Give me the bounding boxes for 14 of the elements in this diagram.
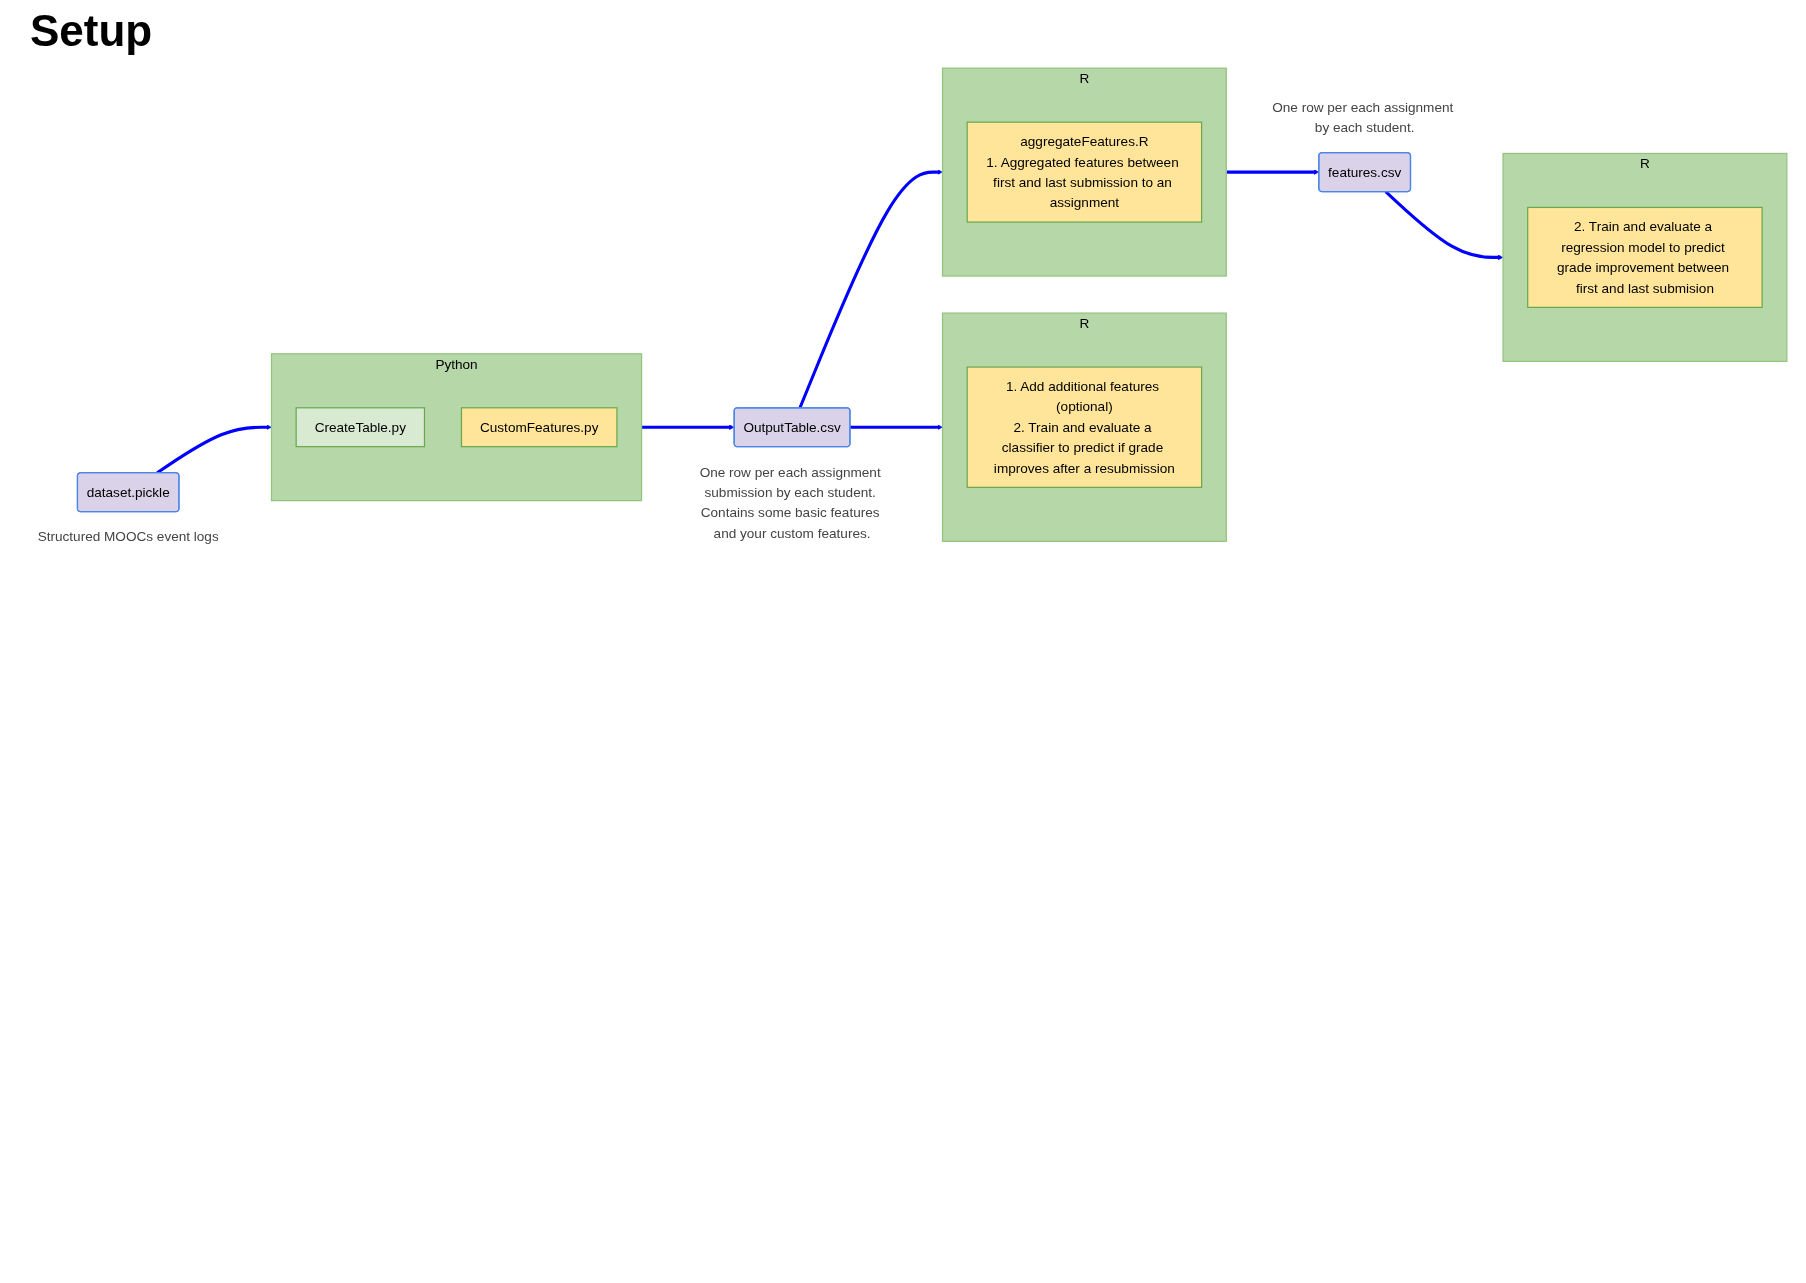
arrow [641,424,735,430]
arrow [798,169,943,409]
node-box: 1. Add additional features (optional) 2. Train and evaluate a classifier to predict if grade improves after a resubmission [966,366,1203,488]
node-box: CustomFeatures.py [460,407,618,448]
diagram-title: Setup [30,6,154,56]
arrow [1384,190,1504,261]
arrow [156,424,272,474]
node-box: aggregateFeatures.R 1. Aggregated features between first and last submission to an assignment [966,121,1203,223]
node-box: 2. Train and evaluate a regression model to predict grade improvement between first and last submision [1527,206,1763,308]
node-label: One row per each assignment by each student. [1272,99,1454,136]
node-label: Structured MOOCs event logs [37,529,219,545]
node-box: CreateTable.py [295,407,426,448]
arrow [849,424,943,430]
node-label: One row per each assignment submission by each student. Contains some basic features and your custom features. [699,464,881,541]
